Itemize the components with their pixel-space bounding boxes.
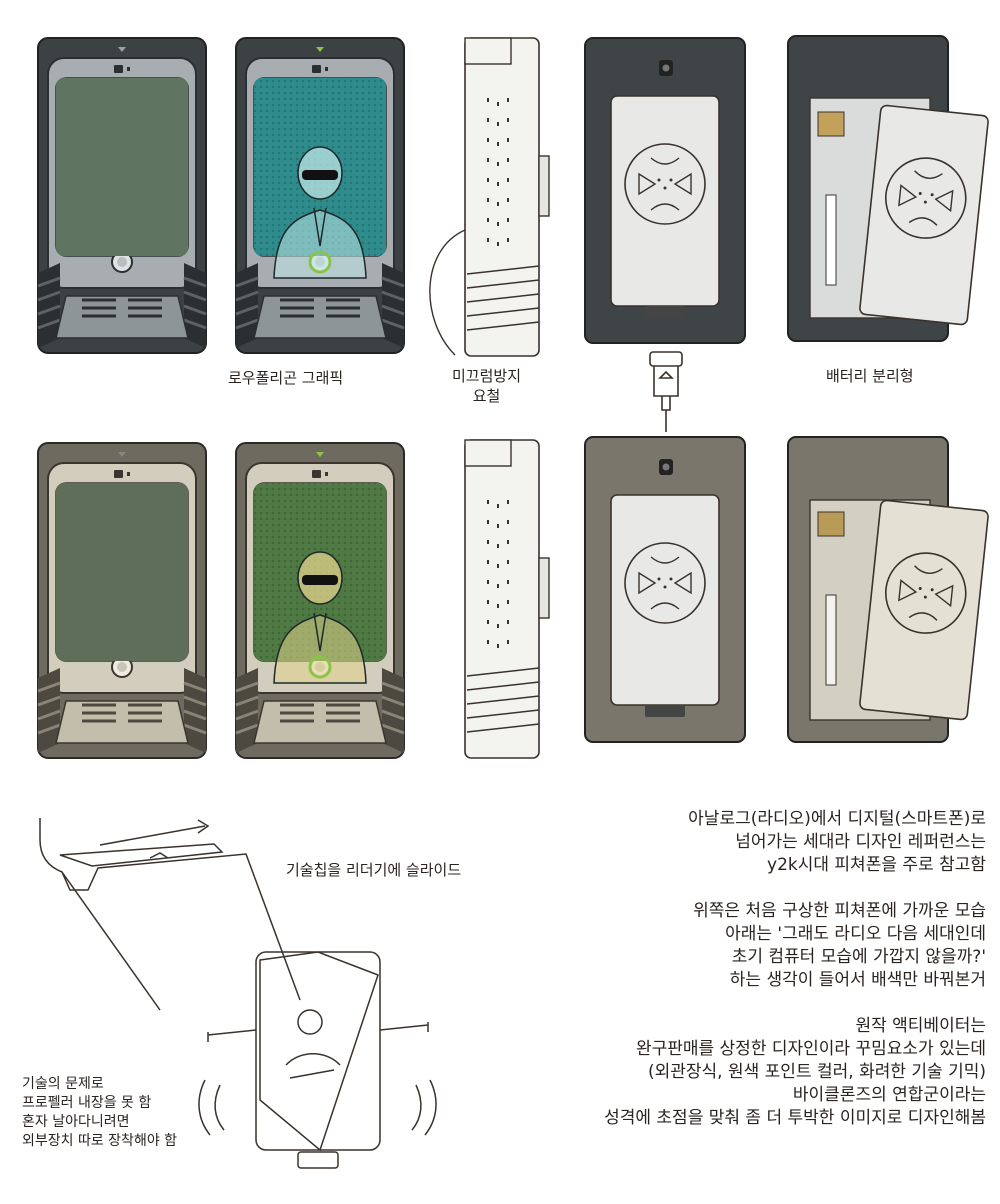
propeller-note: 기술의 문제로 프로펠러 내장을 못 함 혼자 날아다니려면 외부장치 따로 장… (22, 1075, 177, 1151)
design-note-line: y2k시대 피쳐폰을 주로 참고함 (767, 855, 986, 875)
screen-off (56, 78, 188, 256)
design-note-paragraph: 아날로그(라디오)에서 디지털(스마트폰)로 넘어가는 세대라 디자인 레퍼런스… (466, 808, 986, 877)
design-note-paragraph: 위쪽은 처음 구상한 피쳐폰에 가까운 모습 아래는 '그래도 라디오 다음 세… (466, 900, 986, 992)
design-note-line: 성격에 초점을 맞춰 좀 더 투박한 이미지로 디자인해봄 (604, 1108, 986, 1128)
design-notes: 아날로그(라디오)에서 디지털(스마트폰)로 넘어가는 세대라 디자인 레퍼런스… (466, 808, 986, 1153)
propeller-note-line: 외부장치 따로 장착해야 함 (22, 1133, 178, 1149)
label-anti-slip: 미끄럼방지 요철 (452, 366, 521, 406)
design-note-paragraph: 원작 액티베이터는 완구판매를 상정한 디자인이라 꾸밈요소가 있는데 (외관장… (466, 1015, 986, 1130)
indicator-triangle-icon (316, 47, 324, 52)
propeller-icon (198, 951, 437, 1169)
label-slide: 기술칩을 리더기에 슬라이드 (286, 861, 462, 879)
propeller-note-line: 프로펠러 내장을 못 함 (22, 1095, 152, 1111)
indicator-triangle-icon (316, 452, 324, 457)
design-note-line: 원작 액티베이터는 (855, 1016, 986, 1036)
design-note-line: 넘어가는 세대라 디자인 레퍼런스는 (735, 832, 986, 852)
usb-cable-icon (649, 351, 683, 432)
design-note-line: (외관장식, 원색 포인트 컬러, 화려한 기술 기믹) (647, 1062, 986, 1082)
design-note-line: 초기 컴퓨터 모습에 가깝지 않을까?' (731, 947, 986, 967)
indicator-triangle-icon (118, 47, 126, 52)
label-low-poly: 로우폴리곤 그래픽 (228, 369, 344, 387)
screen-off (56, 483, 188, 661)
indicator-triangle-icon (118, 452, 126, 457)
design-note-line: 아날로그(라디오)에서 디지털(스마트폰)로 (688, 809, 986, 829)
chip-slide-sketch (39, 818, 301, 1011)
label-battery: 배터리 분리형 (826, 367, 914, 385)
label-anti-slip-line2: 요철 (472, 387, 501, 405)
propeller-note-line: 기술의 문제로 (22, 1076, 104, 1092)
design-note-line: 위쪽은 처음 구상한 피쳐폰에 가까운 모습 (693, 901, 986, 921)
design-note-line: 아래는 '그래도 라디오 다음 세대인데 (725, 924, 986, 944)
design-note-line: 완구판매를 상정한 디자인이라 꾸밈요소가 있는데 (635, 1039, 986, 1059)
design-note-line: 바이클론즈의 연합군이라는 (792, 1085, 986, 1105)
propeller-note-line: 혼자 날아다니려면 (22, 1114, 130, 1130)
design-note-line: 하는 생각이 들어서 배색만 바꿔본거 (729, 970, 986, 990)
label-anti-slip-line1: 미끄럼방지 (452, 367, 522, 385)
